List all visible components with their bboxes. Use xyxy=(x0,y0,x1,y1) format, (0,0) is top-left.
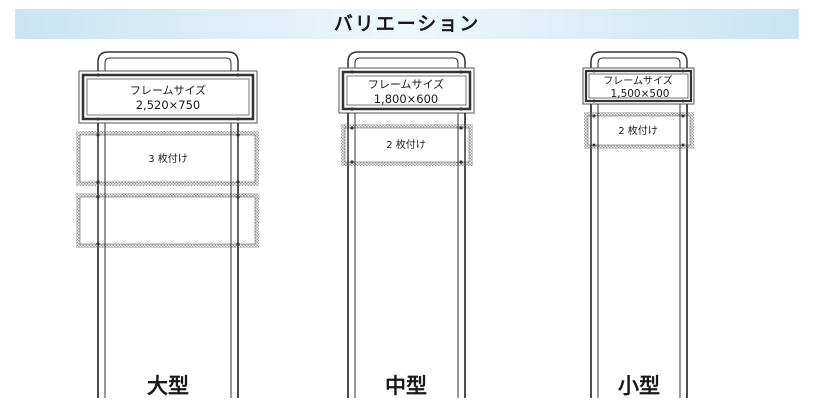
small-sign-frame xyxy=(582,67,695,105)
small-post-frame xyxy=(590,51,688,398)
small-size-label: 小型 xyxy=(618,374,660,398)
small-frame-size: 1,500×500 xyxy=(611,88,670,100)
large-panel-1 xyxy=(76,131,259,186)
medium-sign-frame xyxy=(338,67,475,114)
medium-frame-label: フレームサイズ xyxy=(368,77,444,91)
medium-variant: フレームサイズ 1,800×600 2 枚付け 中型 xyxy=(338,51,475,400)
page-title: バリエーション xyxy=(333,13,481,35)
medium-size-label: 中型 xyxy=(385,374,427,398)
medium-panel-1 xyxy=(341,124,473,166)
small-frame-label: フレームサイズ xyxy=(603,74,672,87)
large-panel-label: 3 枚付け xyxy=(148,152,188,165)
large-panel-2 xyxy=(76,193,259,248)
large-size-label: 大型 xyxy=(147,374,189,398)
large-variant: フレームサイズ 2,520×750 3 枚付け 大型 xyxy=(76,51,259,400)
small-panel-1 xyxy=(584,112,694,149)
large-sign-frame xyxy=(78,70,258,124)
small-variant: フレームサイズ 1,500×500 2 枚付け 小型 xyxy=(582,51,695,400)
medium-post-frame xyxy=(347,51,466,398)
small-panel-label: 2 枚付け xyxy=(618,124,658,137)
large-frame-label: フレームサイズ xyxy=(130,83,206,97)
small-post-inner xyxy=(597,57,681,398)
medium-frame-size: 1,800×600 xyxy=(374,92,439,106)
large-frame-size: 2,520×750 xyxy=(136,98,201,112)
medium-post-inner xyxy=(354,57,459,398)
medium-panel-label: 2 枚付け xyxy=(386,138,426,151)
large-post-frame xyxy=(97,51,239,398)
title-banner: バリエーション xyxy=(15,9,799,39)
large-post-inner xyxy=(104,57,232,398)
